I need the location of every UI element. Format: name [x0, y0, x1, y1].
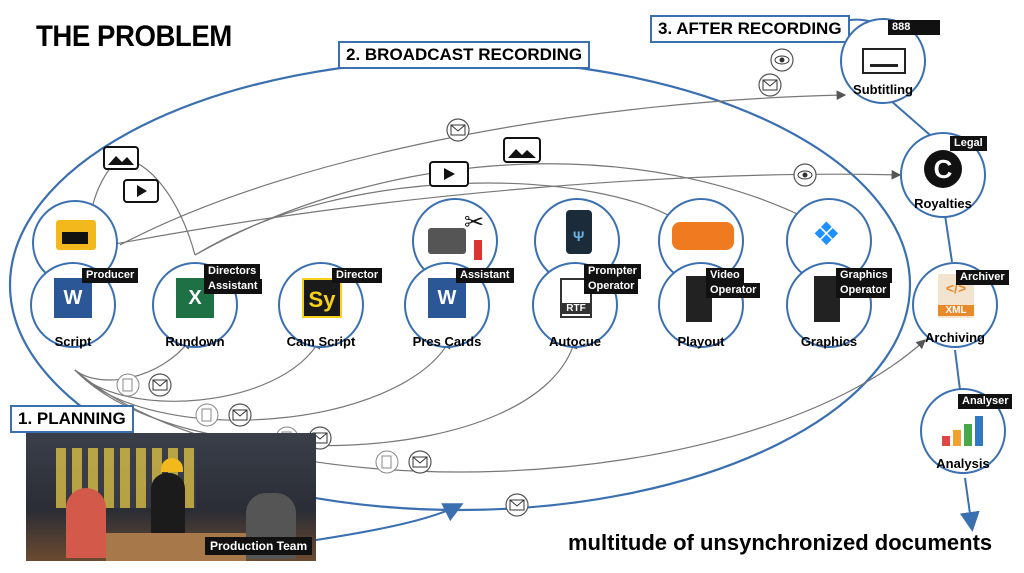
node-autocue[interactable]: RTF Autocue — [532, 262, 618, 349]
media-icons — [103, 137, 541, 203]
node-label: Pres Cards — [412, 334, 482, 349]
node-script[interactable]: W Script — [30, 262, 116, 349]
role-tag: Operator — [584, 279, 639, 294]
node-label: Subtitling — [853, 82, 913, 97]
role-tag: Director — [332, 268, 383, 283]
hard-drive-icon — [672, 222, 734, 250]
copyright-icon: C — [924, 150, 962, 188]
role-tag: 888 — [888, 20, 940, 35]
bar-chart-icon — [940, 412, 990, 446]
node-label: Rundown — [165, 334, 225, 349]
dropbox-icon: ❖ — [812, 216, 841, 252]
node-label: Royalties — [914, 196, 972, 211]
node-label: Archiving — [925, 330, 985, 345]
node-label: Autocue — [549, 334, 601, 349]
role-tag: Analyser — [958, 394, 1013, 409]
footer-highlight: unsynchronized — [699, 530, 869, 558]
photo-caption: Production Team — [205, 537, 313, 555]
printer-icon — [428, 228, 466, 254]
node-label: Script — [54, 334, 92, 349]
footer-prefix: multitude of — [568, 530, 700, 555]
role-tag: Assistant — [456, 268, 514, 283]
node-camscript[interactable]: Sy Cam Script — [278, 262, 364, 349]
role-tag: Directors — [204, 264, 261, 279]
section-planning: 1. PLANNING — [10, 405, 134, 433]
role-tag: Operator — [836, 283, 891, 298]
page-title: THE PROBLEM — [36, 20, 232, 53]
word-icon: W — [428, 278, 466, 318]
footer-suffix: documents — [868, 530, 993, 555]
role-tag: Operator — [706, 283, 761, 298]
node-label: Graphics — [800, 334, 858, 349]
sy-icon: Sy — [302, 278, 342, 318]
scissors-icon: ✂ — [464, 209, 485, 236]
rtf-doc-icon: RTF — [560, 278, 592, 318]
role-tag: Video — [706, 268, 744, 283]
node-prescards[interactable]: W Pres Cards — [404, 262, 490, 349]
section-after: 3. AFTER RECORDING — [650, 15, 850, 43]
role-tag: Prompter — [584, 264, 641, 279]
section-broadcast: 2. BROADCAST RECORDING — [338, 41, 591, 69]
node-subtitling[interactable]: Subtitling — [840, 18, 926, 104]
word-icon: W — [54, 278, 92, 318]
role-tag: Archiver — [956, 270, 1009, 285]
server-icon — [814, 276, 840, 322]
folder-icon — [56, 220, 96, 250]
footer-statement: multitude of unsynchronized documents — [568, 530, 993, 558]
node-label: Analysis — [936, 456, 990, 471]
subtitle-icon — [862, 48, 906, 74]
node-label: Cam Script — [286, 334, 356, 349]
role-tag: Legal — [950, 136, 987, 151]
usb-icon: Ψ — [566, 210, 592, 254]
role-tag: Producer — [82, 268, 139, 283]
node-label: Playout — [677, 334, 725, 349]
workflow-path — [315, 503, 464, 541]
role-tag: Graphics — [836, 268, 892, 283]
role-tag: Assistant — [204, 279, 262, 294]
